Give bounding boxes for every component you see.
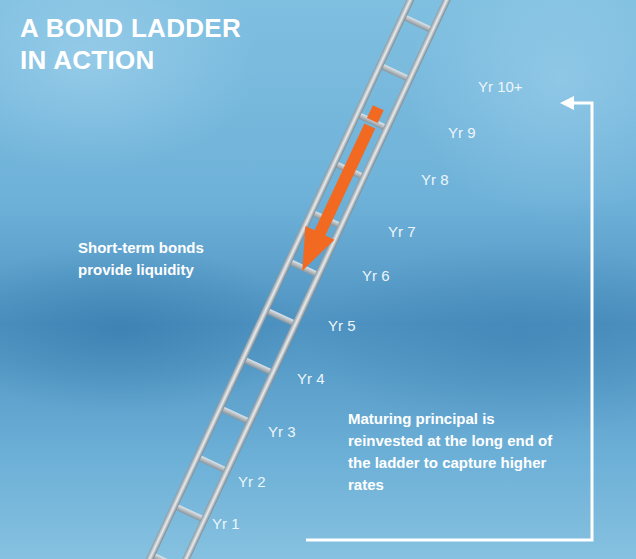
ladder-rung <box>221 406 249 423</box>
callout-note: Maturing principal is reinvested at the … <box>348 408 553 496</box>
diagram-title: A BOND LADDER IN ACTION <box>20 12 250 76</box>
year-label: Yr 3 <box>268 423 296 441</box>
orange-arrow-shaft <box>314 123 376 237</box>
year-label: Yr 10+ <box>478 78 523 96</box>
reinvest-arrow-head <box>560 96 574 110</box>
year-label: Yr 5 <box>328 317 356 335</box>
ladder-rung <box>381 64 409 81</box>
arrow-tail <box>367 105 384 123</box>
reinvest-arrow-line <box>306 103 592 540</box>
ladder-rung <box>175 504 203 521</box>
year-label: Yr 7 <box>388 223 416 241</box>
ladder-rail <box>158 0 469 559</box>
year-label: Yr 6 <box>362 267 390 285</box>
orange-arrow-head <box>288 226 335 278</box>
ladder-rung <box>198 455 226 472</box>
year-label: Yr 4 <box>297 370 325 388</box>
year-label: Yr 2 <box>238 473 266 491</box>
ladder-rung <box>404 15 432 32</box>
ladder-rail <box>128 0 439 559</box>
year-label: Yr 9 <box>448 124 476 142</box>
ladder-rung <box>244 357 272 374</box>
callout-note: Short-term bonds provide liquidity <box>78 237 253 281</box>
year-label: Yr 8 <box>421 171 449 189</box>
year-label: Yr 1 <box>212 515 240 533</box>
ladder-rung <box>153 553 181 559</box>
ladder <box>128 0 469 559</box>
ladder-rung <box>267 309 295 326</box>
